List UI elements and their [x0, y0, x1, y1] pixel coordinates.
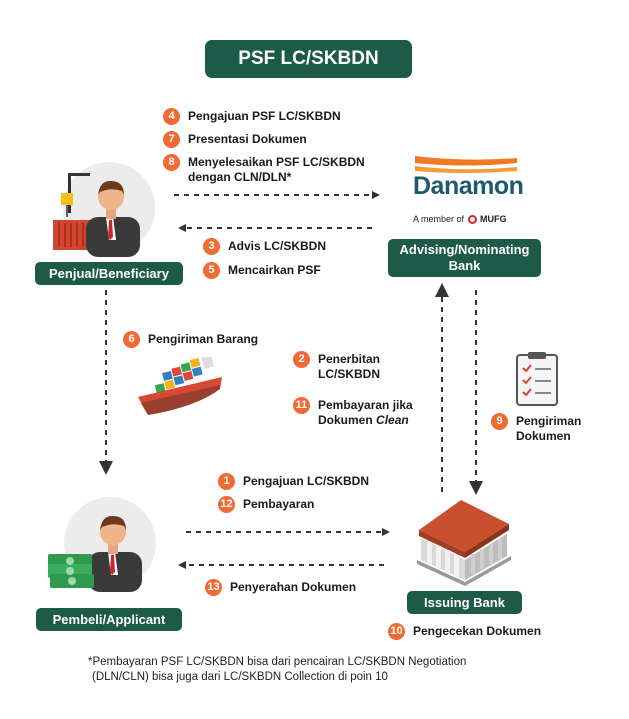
member-brand: MUFG [480, 214, 507, 224]
step-number: 3 [203, 238, 220, 255]
step-label-italic: Clean [376, 413, 409, 427]
diagram-title: PSF LC/SKBDN [205, 40, 412, 78]
step-13: 13 Penyerahan Dokumen [205, 579, 357, 596]
step-2: 2 Penerbitan LC/SKBDN [293, 351, 381, 382]
bank-building-icon [417, 500, 511, 586]
step-label: Penyerahan Dokumen [230, 580, 357, 594]
step-5: 5 Mencairkan PSF [203, 262, 321, 279]
seller-label: Penjual/Beneficiary [35, 262, 183, 285]
step-label: Presentasi Dokumen [188, 132, 307, 146]
step-label-line2: Dokumen [318, 413, 373, 427]
step-number: 1 [218, 473, 235, 490]
step-6: 6 Pengiriman Barang [123, 331, 259, 348]
step-number: 2 [293, 351, 310, 368]
danamon-flame-logo-icon [415, 156, 517, 173]
step-number: 10 [388, 623, 405, 640]
step-number: 9 [491, 413, 508, 430]
step-number: 5 [203, 262, 220, 279]
step-label: Pengajuan LC/SKBDN [243, 474, 370, 488]
step-7: 7 Presentasi Dokumen [163, 131, 307, 148]
footnote: *Pembayaran PSF LC/SKBDN bisa dari penca… [88, 655, 466, 685]
step-10: 10 Pengecekan Dokumen [388, 623, 542, 640]
mufg-icon [468, 214, 478, 224]
checklist-document-icon [516, 352, 558, 406]
buyer-businessman-icon [48, 515, 142, 592]
issuing-bank-label: Issuing Bank [407, 591, 522, 614]
step-label-line2: dengan CLN/DLN* [188, 170, 292, 184]
step-label-line1: Penerbitan [318, 352, 381, 366]
footnote-line1: *Pembayaran PSF LC/SKBDN bisa dari penca… [88, 656, 467, 668]
danamon-logo-text: Danamon [413, 172, 524, 200]
step-label: Mencairkan PSF [228, 263, 321, 277]
step-label: Advis LC/SKBDN [228, 239, 327, 253]
step-3: 3 Advis LC/SKBDN [203, 238, 327, 255]
seller-businessman-icon [53, 173, 140, 257]
step-label-line2: Dokumen [516, 429, 571, 443]
step-number: 11 [293, 397, 310, 414]
cargo-ship-icon [138, 357, 222, 415]
step-number: 12 [218, 496, 235, 513]
step-number: 7 [163, 131, 180, 148]
step-number: 4 [163, 108, 180, 125]
footnote-line2: (DLN/CLN) bisa juga dari LC/SKBDN Collec… [92, 671, 388, 683]
money-stack-icon [48, 554, 94, 588]
step-label-line1: Pembayaran jika [318, 398, 413, 412]
step-9: 9 Pengiriman Dokumen [491, 413, 582, 444]
step-number: 6 [123, 331, 140, 348]
step-12: 12 Pembayaran [218, 496, 315, 513]
step-label-line1: Menyelesaikan PSF LC/SKBDN [188, 155, 365, 169]
step-number: 8 [163, 154, 180, 171]
mufg-member-line: A member of MUFG [413, 214, 507, 224]
step-number: 13 [205, 579, 222, 596]
step-label: Pengecekan Dokumen [413, 624, 542, 638]
step-4: 4 Pengajuan PSF LC/SKBDN [163, 108, 341, 125]
advising-bank-label: Advising/Nominating Bank [388, 239, 541, 277]
step-label: Pembayaran [243, 497, 315, 511]
step-11: 11 Pembayaran jika Dokumen Clean [293, 397, 413, 428]
step-label: Pengiriman Barang [148, 332, 259, 346]
step-label-line2: LC/SKBDN [318, 367, 380, 381]
buyer-label: Pembeli/Applicant [36, 608, 182, 631]
step-8: 8 Menyelesaikan PSF LC/SKBDN dengan CLN/… [163, 154, 365, 185]
step-label-line1: Pengiriman [516, 414, 582, 428]
step-1: 1 Pengajuan LC/SKBDN [218, 473, 370, 490]
step-label: Pengajuan PSF LC/SKBDN [188, 109, 341, 123]
member-prefix: A member of [413, 214, 465, 224]
